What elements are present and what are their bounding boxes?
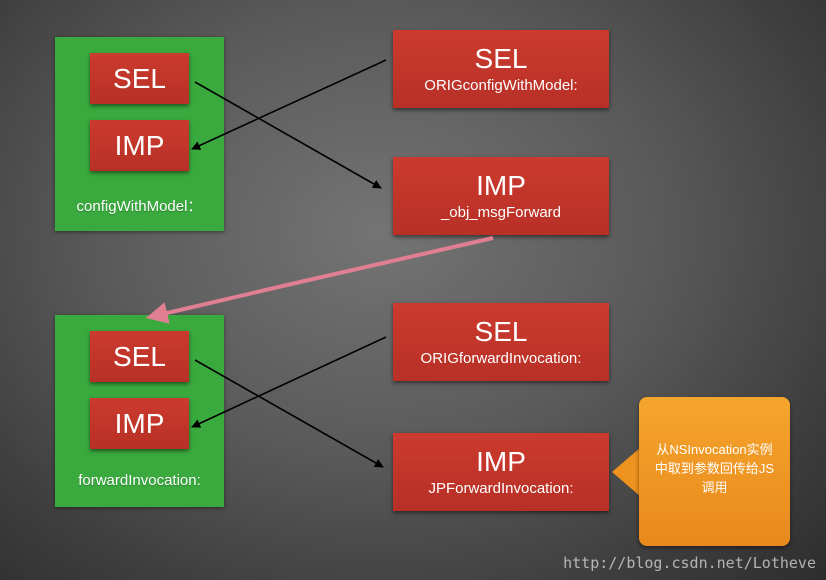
orig-sel-subtitle: ORIGconfigWithModel:	[424, 76, 578, 94]
orig-sel-subtitle: ORIGforwardInvocation:	[420, 349, 582, 367]
msgforward-imp-box: IMP _obj_msgForward	[393, 157, 609, 235]
callout-line: 中取到参数回传给JS	[654, 461, 775, 476]
imp-label: IMP	[114, 407, 165, 439]
callout-pointer	[612, 448, 640, 496]
arrow-orig-sel-to-imp	[191, 59, 387, 150]
orig-sel-box-configwithmodel: SEL ORIGconfigWithModel:	[393, 30, 609, 108]
callout-line: 从NSInvocation实例	[656, 442, 773, 457]
sel-label: SEL	[113, 62, 166, 94]
method-caption: forwardInvocation:	[78, 472, 201, 489]
jpforward-imp-title: IMP	[476, 445, 526, 477]
orig-sel-title: SEL	[474, 315, 528, 347]
sel-box-configwithmodel: SEL	[90, 53, 189, 104]
callout-note: 从NSInvocation实例 中取到参数回传给JS 调用	[639, 397, 790, 546]
orig-sel-box-forwardinvocation: SEL ORIGforwardInvocation:	[393, 303, 609, 381]
method-box-configwithmodel: SEL IMP configWithModel：	[55, 37, 224, 231]
imp-box-forwardinvocation: IMP	[90, 398, 189, 449]
orig-sel-title: SEL	[474, 42, 528, 74]
arrow-sel-to-jpforward-imp	[194, 359, 384, 468]
method-caption: configWithModel：	[76, 198, 203, 215]
arrow-orig-sel-to-imp	[191, 336, 387, 428]
arrow-msgforward-to-forwardinvocation	[145, 236, 494, 324]
method-box-forwardinvocation: SEL IMP forwardInvocation:	[55, 315, 224, 507]
msgforward-imp-subtitle: _obj_msgForward	[440, 203, 562, 221]
jpforward-imp-box: IMP JPForwardInvocation:	[393, 433, 609, 511]
callout-line: 调用	[701, 480, 728, 495]
sel-box-forwardinvocation: SEL	[90, 331, 189, 382]
arrow-sel-to-msgforward-imp	[194, 81, 382, 189]
sel-label: SEL	[113, 340, 166, 372]
imp-label: IMP	[114, 129, 165, 161]
watermark: http://blog.csdn.net/Lotheve	[563, 554, 816, 572]
imp-box-configwithmodel: IMP	[90, 120, 189, 171]
msgforward-imp-title: IMP	[476, 169, 526, 201]
jpforward-imp-subtitle: JPForwardInvocation:	[428, 479, 574, 497]
